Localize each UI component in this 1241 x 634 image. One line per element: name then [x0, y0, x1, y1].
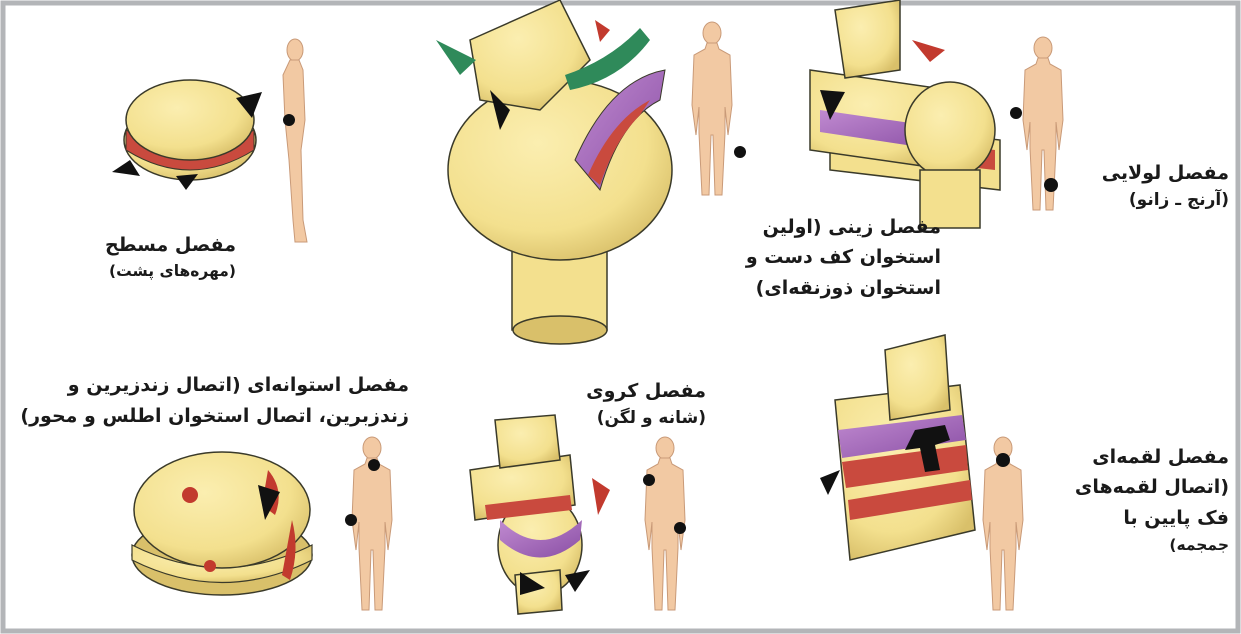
condyloid-joint-label: مفصل لقمه‌ای (اتصال لقمه‌های فک پایین با…: [1075, 442, 1229, 558]
joint-marker: [674, 522, 686, 534]
saddle-line3: استخوان ذوزنقه‌ای): [746, 273, 941, 303]
condyloid-line4: جمجمه): [1075, 533, 1229, 558]
joint-marker: [996, 453, 1010, 467]
hinge-joint-illustration: [810, 0, 1000, 228]
saddle-title: مفصل زینی (اولین: [746, 212, 941, 242]
plane-joint-label: مفصل مسطح (مهره‌های پشت): [105, 232, 236, 282]
condyloid-title: مفصل لقمه‌ای: [1075, 442, 1229, 472]
pivot-joint-label: مفصل استوانه‌ای (اتصال زندزیرین و زندزبر…: [20, 370, 409, 433]
saddle-line2: استخوان کف دست و: [746, 242, 941, 272]
pivot-title: مفصل استوانه‌ای (اتصال زندزیرین و: [20, 370, 409, 401]
joint-marker: [368, 459, 380, 471]
pivot-joint-illustration: [132, 452, 312, 595]
plane-examples: (مهره‌های پشت): [105, 260, 236, 282]
saddle-joint-label: مفصل زینی (اولین استخوان کف دست و استخوا…: [746, 212, 941, 303]
joint-marker: [734, 146, 746, 158]
human-figure-icon: [1010, 37, 1063, 210]
condyloid-line2: (اتصال لقمه‌های: [1075, 472, 1229, 502]
joint-marker: [1010, 107, 1022, 119]
joint-marker: [345, 514, 357, 526]
ball-joint-label: مفصل کروی (شانه و لگن): [586, 378, 706, 430]
hinge-examples: (آرنج ـ زانو): [1102, 188, 1229, 213]
pivot-line2: زندزبرین، اتصال استخوان اطلس و محور): [20, 401, 409, 432]
human-figure-icon: [345, 437, 392, 610]
human-figure-icon: [692, 22, 746, 195]
hinge-title: مفصل لولایی: [1102, 160, 1229, 188]
hinge-joint-label: مفصل لولایی (آرنج ـ زانو): [1102, 160, 1229, 212]
human-figure-icon: [983, 437, 1023, 610]
joint-marker: [1044, 178, 1058, 192]
ball-joint-illustration: [470, 415, 610, 614]
human-figure-icon: [643, 437, 686, 610]
joint-marker: [283, 114, 295, 126]
joint-marker: [643, 474, 655, 486]
plane-joint-illustration: [112, 80, 262, 190]
human-figure-icon: [283, 39, 307, 242]
saddle-joint-illustration: [436, 0, 672, 344]
condyloid-joint-illustration: [820, 335, 975, 560]
ball-examples: (شانه و لگن): [586, 406, 706, 431]
plane-title: مفصل مسطح: [105, 232, 236, 260]
ball-title: مفصل کروی: [586, 378, 706, 406]
condyloid-line3: فک پایین با: [1075, 503, 1229, 533]
